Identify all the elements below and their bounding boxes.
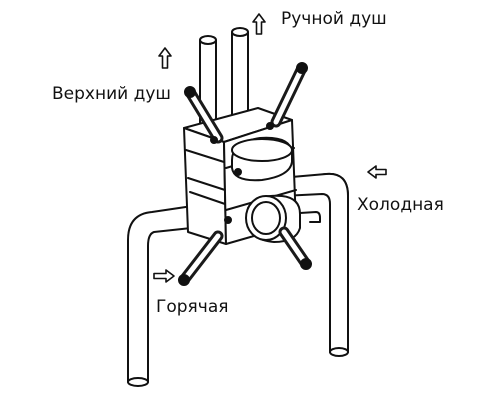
clamp-top-right [270, 62, 308, 128]
arrow-up-icon [158, 47, 172, 69]
cold-water-label: Холодная [357, 195, 444, 215]
clamp-bottom-left [178, 230, 224, 286]
screw [210, 136, 218, 144]
hand-shower-label: Ручной душ [281, 9, 387, 29]
top-shower-label: Верхний душ [52, 84, 171, 104]
upper-cartridge [231, 136, 293, 182]
screw [266, 122, 274, 130]
clamp-top-left [184, 86, 224, 144]
arrow-up-icon [252, 13, 266, 35]
screw [234, 168, 242, 176]
arrow-right-icon [153, 269, 175, 283]
clamp-bottom-right [278, 226, 312, 270]
hot-water-label: Горячая [156, 297, 229, 317]
arrow-left-icon [367, 165, 387, 179]
screw [224, 216, 232, 224]
